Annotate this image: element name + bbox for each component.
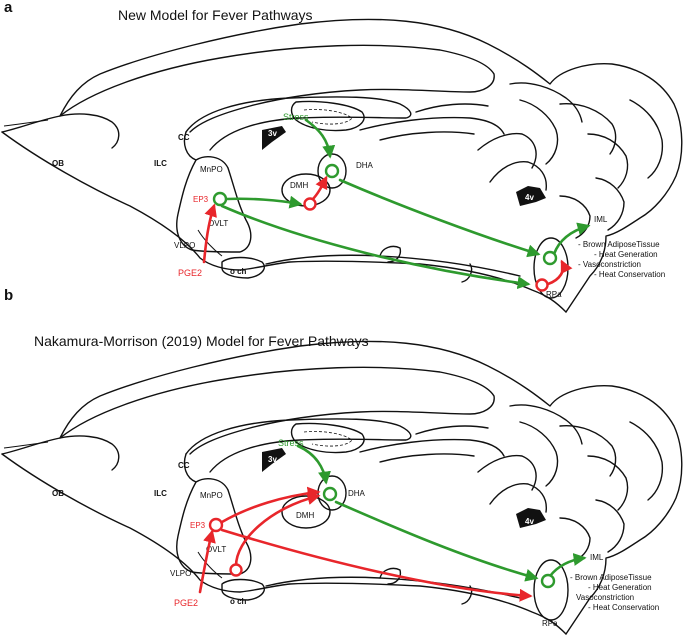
panel-a-ep3-label: EP3 (193, 195, 209, 204)
panel-a-ep3-node (212, 191, 228, 207)
panel-b-och-label: o ch (230, 597, 247, 606)
panel-b-title: Nakamura-Morrison (2019) Model for Fever… (34, 333, 369, 349)
panel-b-effect-heat-conservation: - Heat Conservation (588, 603, 659, 612)
panel-b-vlpo-label: VLPO (170, 569, 191, 578)
panel-b-rpa-label: RPa (542, 619, 558, 628)
panel-b-mnpo-label: MnPO (200, 491, 223, 500)
panel-a-ilc-label: ILC (154, 159, 167, 168)
panel-b-rpa-node (540, 573, 556, 589)
panel-b-ep3-label: EP3 (190, 521, 206, 530)
panel-a-rpa-upper-node (542, 250, 558, 266)
panel-a-rpa-internal-arrow (546, 259, 573, 286)
panel-a-dmh-to-dha-arrow (310, 175, 328, 202)
panel-b-effect-bat: - Brown AdiposeTissue (570, 573, 652, 582)
panel-b-letter: b (4, 287, 13, 304)
panel-a-cc-label: CC (178, 133, 190, 142)
panel-a-dha-node (324, 163, 340, 179)
panel-a-effect-bat: - Brown AdiposeTissue (578, 240, 660, 249)
panel-a: a New Model for Fever Pathways OB ILC CC… (1, 0, 683, 313)
panel-b-3v-label: 3v (268, 455, 277, 464)
panel-a-stress-label: Stress (283, 112, 309, 122)
panel-a-och-label: o ch (230, 267, 247, 276)
panel-a-stress-to-dha-arrow (304, 118, 336, 159)
panel-b-4v-label: 4v (525, 517, 534, 526)
panel-a-rpa-to-iml-arrow (552, 222, 591, 256)
panel-b-pge2-to-ep3-arrow (198, 529, 216, 594)
panel-a-title: New Model for Fever Pathways (118, 7, 313, 23)
panel-a-rpa-label: RPa (546, 290, 562, 299)
panel-b-cc-label: CC (178, 461, 190, 470)
panel-a-effect-vasoconstriction: - Vasoconstriction (578, 260, 641, 269)
panel-a-dha-label: DHA (356, 161, 374, 170)
panel-b: b Nakamura-Morrison (2019) Model for Fev… (1, 287, 683, 635)
panel-a-ob-label: OB (52, 159, 64, 168)
panel-b-ep3-to-rpa-arrow (220, 528, 533, 602)
panel-a-4v-label: 4v (525, 193, 534, 202)
panel-b-dha-label: DHA (348, 489, 366, 498)
panel-a-vlpo-label: VLPO (174, 241, 195, 250)
panel-b-ovlt-label: OVLT (206, 545, 226, 554)
panel-b-brain-outline (1, 340, 683, 635)
panel-b-rpa-to-iml-arrow (548, 553, 587, 578)
panel-b-ob-label: OB (52, 489, 64, 498)
panel-a-letter: a (4, 0, 13, 16)
panel-a-ovlt-label: OVLT (208, 219, 228, 228)
panel-b-dha-to-rpa-arrow (334, 500, 539, 582)
panel-b-effect-vasoconstriction: Vasoconstriction (576, 593, 634, 602)
panel-a-effect-heat-generation: - Heat Generation (594, 250, 658, 259)
panel-a-effect-heat-conservation: - Heat Conservation (594, 270, 665, 279)
panel-a-mnpo-label: MnPO (200, 165, 223, 174)
panel-a-dmh-label: DMH (290, 181, 308, 190)
panel-a-pge2-to-ep3-arrow (202, 203, 217, 264)
panel-b-ilc-label: ILC (154, 489, 167, 498)
panel-a-ep3-to-dmh-arrow (224, 195, 303, 209)
panel-a-pge2-label: PGE2 (178, 268, 202, 278)
panel-b-stress-to-dha-arrow (296, 444, 331, 485)
panel-b-ovlt-to-dha-arrow (234, 492, 321, 568)
panel-b-ovlt-node (229, 563, 243, 577)
panel-b-dha-node (322, 486, 338, 502)
panel-a-ep3-to-rpa-arrow (220, 204, 531, 290)
panel-b-ep3-node (208, 517, 224, 533)
panel-a-dha-to-rpa-arrow (338, 178, 541, 258)
panel-b-dmh-label: DMH (296, 511, 314, 520)
panel-a-dmh-node (303, 197, 317, 211)
panel-a-rpa-lower-node (535, 278, 549, 292)
panel-a-3v-label: 3v (268, 129, 277, 138)
panel-b-iml-label: IML (590, 553, 604, 562)
panel-b-effect-heat-generation: - Heat Generation (588, 583, 652, 592)
panel-b-stress-label: Stress (278, 438, 304, 448)
panel-a-iml-label: IML (594, 215, 608, 224)
panel-b-pge2-label: PGE2 (174, 598, 198, 608)
